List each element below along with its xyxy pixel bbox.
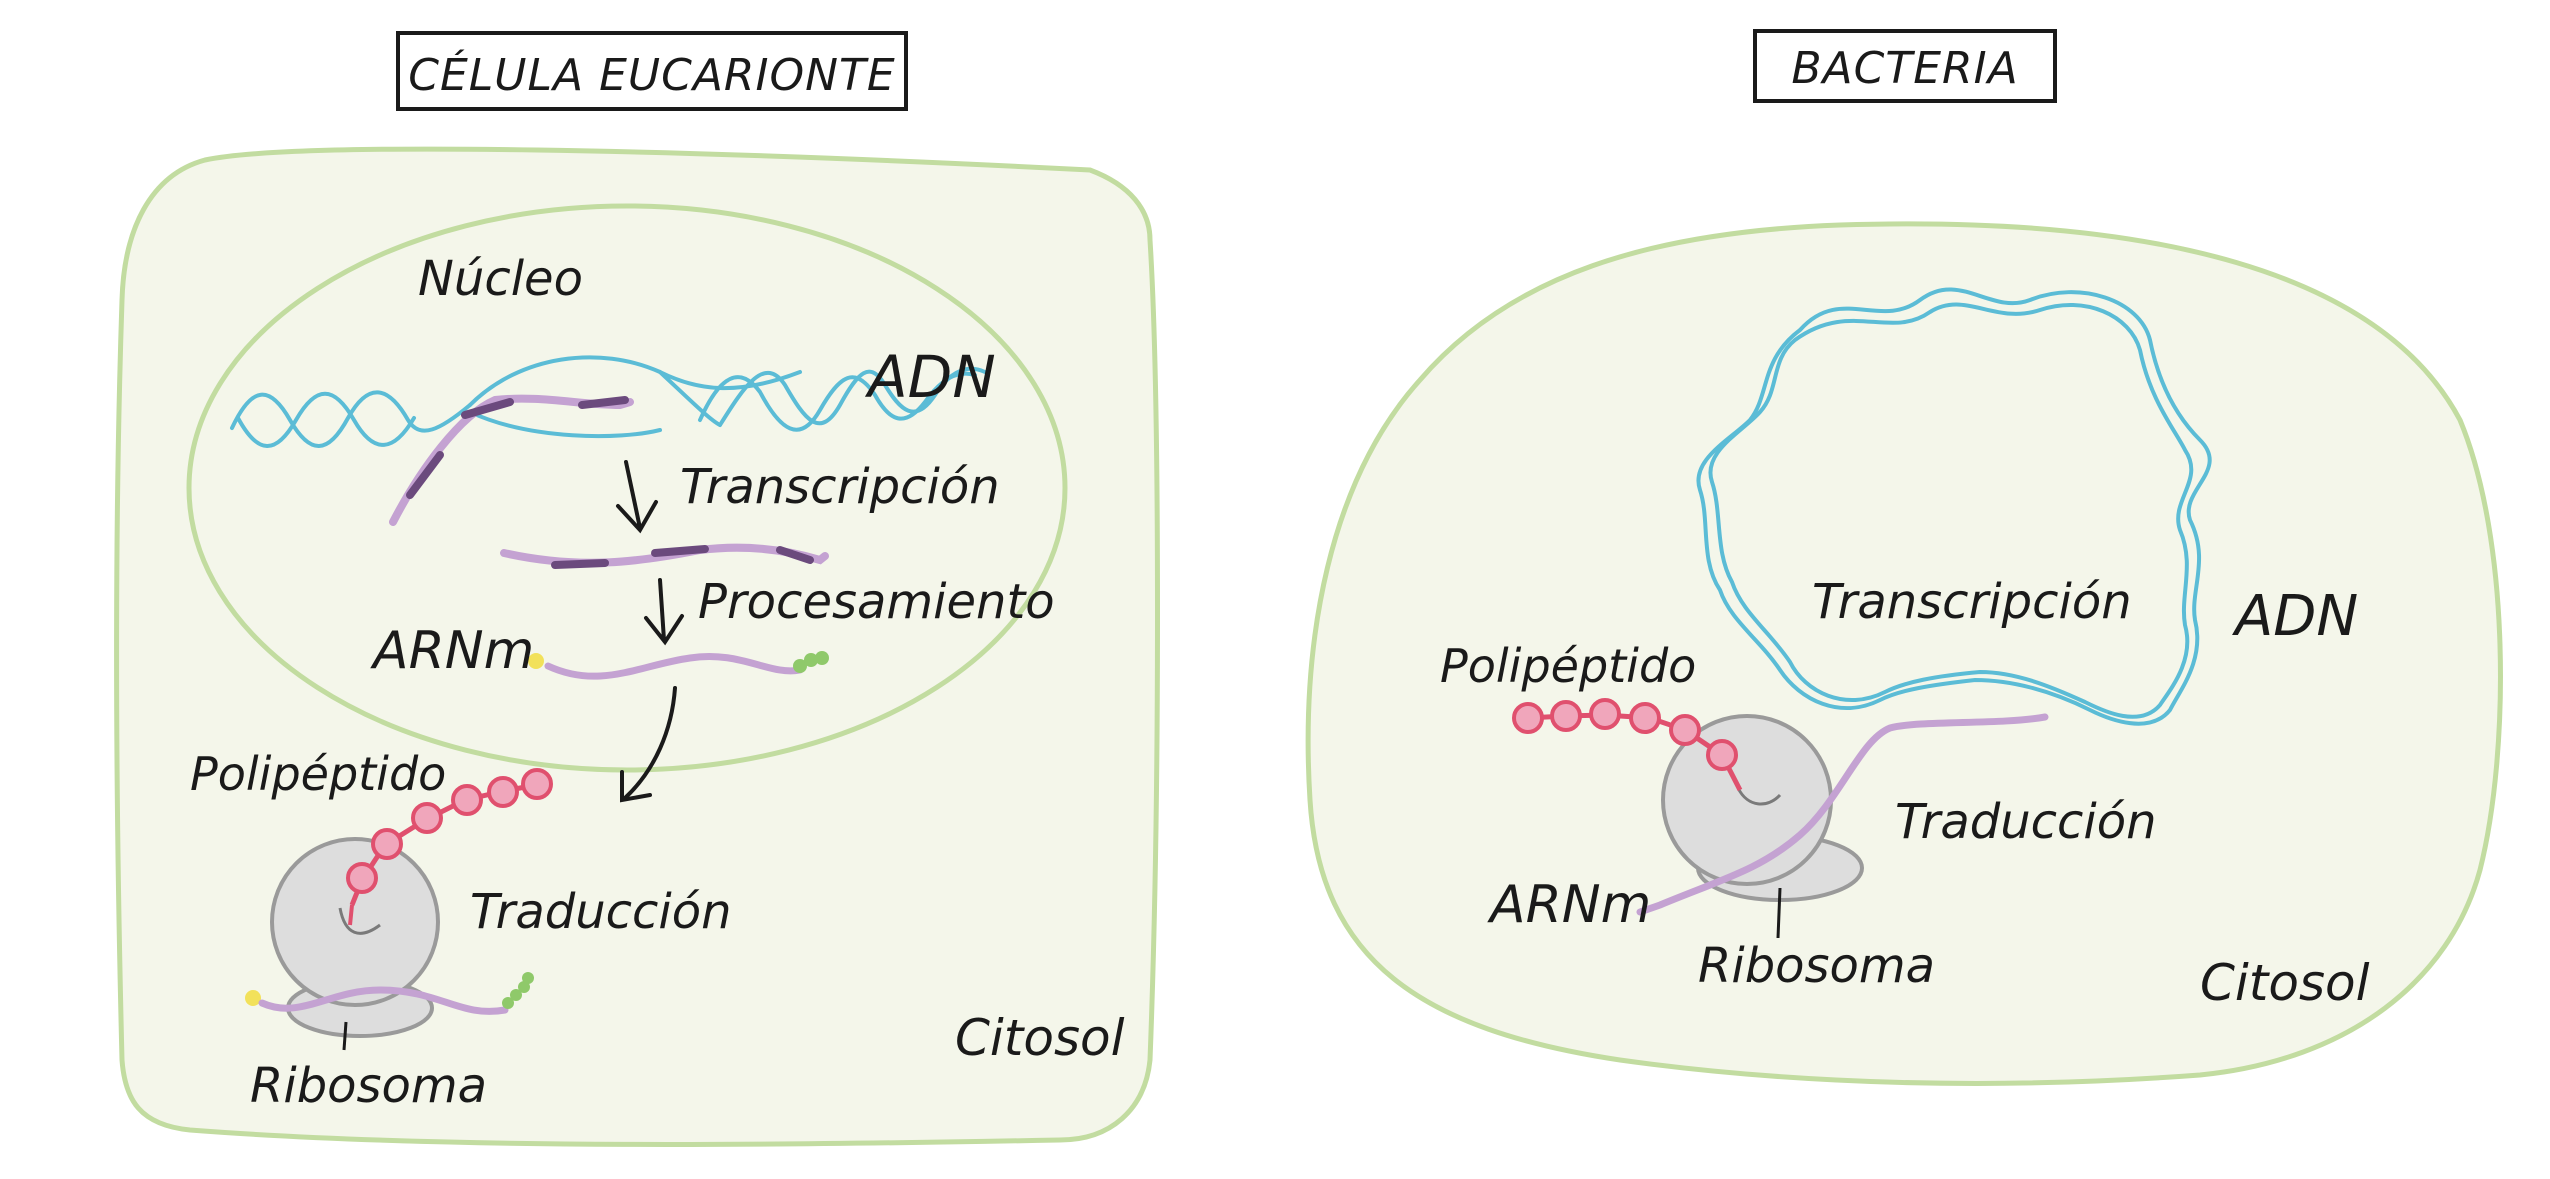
eukaryote-dna bbox=[230, 355, 987, 448]
pre-mrna bbox=[500, 543, 829, 569]
eukaryote-title-box bbox=[396, 31, 908, 111]
eukaryote-mrna-label: ARNm bbox=[370, 621, 534, 681]
bacteria-ribosome-pointer bbox=[1776, 887, 1782, 939]
bacteria-transcription-label: Transcripción bbox=[1812, 574, 2132, 630]
amino-acid bbox=[411, 802, 443, 834]
eukaryote-polypeptide-label: Polipéptido bbox=[190, 747, 446, 801]
mrna-cap bbox=[528, 653, 544, 669]
bacteria-title-box bbox=[1753, 29, 2057, 103]
bacteria-cytosol-label: Citosol bbox=[2200, 954, 2370, 1012]
amino-acid bbox=[1629, 702, 1661, 734]
eukaryote-transcription-label: Transcripción bbox=[680, 459, 1000, 515]
processing-arrow bbox=[644, 578, 684, 646]
eukaryote-cytosol-label: Citosol bbox=[955, 1009, 1125, 1067]
nascent-rna bbox=[389, 394, 634, 526]
eukaryote-processing-label: Procesamiento bbox=[698, 574, 1055, 630]
bacteria-polypeptide bbox=[1512, 698, 1743, 792]
bacteria-dna-label: ADN bbox=[2232, 584, 2358, 649]
transcription-arrow bbox=[616, 460, 658, 534]
eukaryote-polypeptide bbox=[346, 768, 553, 926]
amino-acid bbox=[1512, 702, 1544, 734]
ribosome-poly-a-tail bbox=[502, 972, 534, 1009]
eukaryote-ribosome-label: Ribosoma bbox=[250, 1058, 487, 1114]
bacteria-mrna-label: ARNm bbox=[1487, 875, 1651, 935]
mature-mrna bbox=[544, 653, 804, 680]
bacteria-dna bbox=[1696, 287, 2212, 726]
amino-acid bbox=[346, 862, 378, 894]
ribosome-mrna-cap bbox=[245, 990, 261, 1006]
bacteria-panel: BACTERIA Transcripción ADN Polip bbox=[1305, 29, 2503, 1086]
ribosome-pointer bbox=[342, 1021, 348, 1051]
bacteria-translation-label: Traducción bbox=[1895, 794, 2157, 850]
bacteria-title: BACTERIA bbox=[1791, 43, 2018, 94]
amino-acid bbox=[1669, 714, 1701, 746]
amino-acid bbox=[451, 784, 483, 816]
eukaryote-panel: CÉLULA EUCARIONTE Núcleo ADN Transcripci… bbox=[114, 31, 1160, 1147]
eukaryote-title: CÉLULA EUCARIONTE bbox=[408, 48, 895, 101]
bacteria-ribosome-label: Ribosoma bbox=[1698, 938, 1935, 994]
amino-acid bbox=[1550, 700, 1582, 732]
export-arrow bbox=[620, 686, 677, 803]
amino-acid bbox=[1706, 739, 1738, 771]
poly-a-tail bbox=[793, 651, 829, 673]
eukaryote-dna-label: ADN bbox=[864, 343, 996, 411]
amino-acid bbox=[371, 828, 403, 860]
bacteria-polypeptide-label: Polipéptido bbox=[1440, 639, 1696, 693]
amino-acid bbox=[487, 776, 519, 808]
amino-acid bbox=[1589, 698, 1621, 730]
nucleus-label: Núcleo bbox=[418, 251, 583, 307]
eukaryote-translation-label: Traducción bbox=[470, 884, 732, 940]
ribosome-mrna bbox=[258, 986, 509, 1015]
amino-acid bbox=[521, 768, 553, 800]
nucleus bbox=[186, 203, 1068, 773]
bacteria-cell-membrane bbox=[1305, 221, 2503, 1086]
bacteria-mrna bbox=[1636, 713, 2049, 916]
